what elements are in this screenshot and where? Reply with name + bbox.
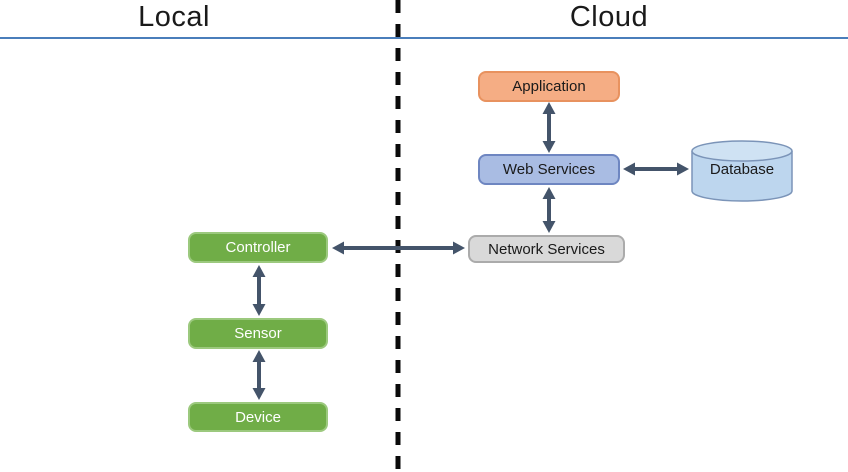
network-services-label: Network Services <box>488 240 605 258</box>
controller-label: Controller <box>225 239 291 256</box>
sensor-node[interactable]: Sensor <box>188 318 328 349</box>
database-cylinder-shape <box>691 140 793 202</box>
arrow-controller-sensor <box>252 265 266 316</box>
database-node[interactable]: Database <box>692 141 792 201</box>
arrow-webservices-database <box>623 162 689 176</box>
header-rule-line <box>0 37 848 39</box>
section-header-cloud: Cloud <box>569 1 649 33</box>
device-label: Device <box>235 408 281 426</box>
controller-node[interactable]: Controller <box>188 232 328 263</box>
web-services-node[interactable]: Web Services <box>478 154 620 185</box>
application-node[interactable]: Application <box>478 71 620 102</box>
arrow-webservices-networkservices <box>542 187 556 233</box>
arrow-controller-networkservices <box>332 241 465 255</box>
network-services-node[interactable]: Network Services <box>468 235 625 263</box>
section-header-local: Local <box>138 1 210 33</box>
web-services-label: Web Services <box>502 161 596 178</box>
arrow-sensor-device <box>252 350 266 400</box>
database-label: Database <box>709 161 775 178</box>
device-node[interactable]: Device <box>188 402 328 432</box>
application-label: Application <box>512 78 586 95</box>
arrow-application-webservices <box>542 102 556 153</box>
sensor-label: Sensor <box>234 325 282 342</box>
